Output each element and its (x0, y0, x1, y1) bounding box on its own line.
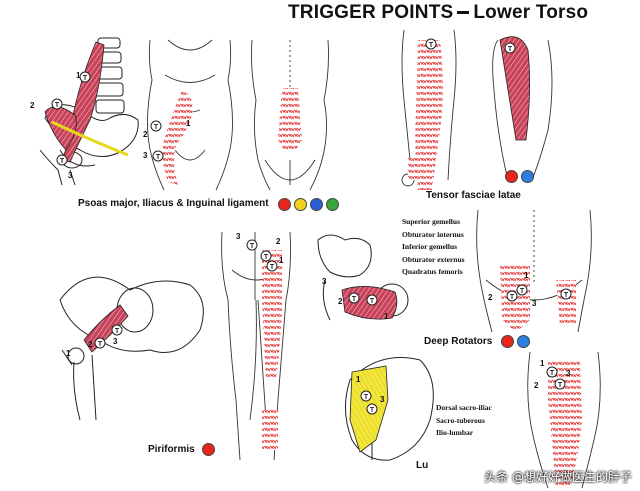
ligament-list: Dorsal sacro-iliac Sacro-tuberous Ilio-l… (436, 402, 492, 440)
ligaments-label: Lu (416, 460, 429, 471)
tfl-muscle (499, 36, 530, 141)
tfl-back-referral (408, 158, 424, 180)
svg-text:1: 1 (186, 119, 191, 128)
muscle-list-item: Quadratus femoris (402, 267, 463, 276)
psoas-dot-3 (310, 198, 323, 211)
svg-text:2: 2 (338, 297, 343, 306)
tfl-leg-figure (401, 29, 553, 187)
piriformis-leg-referral (262, 250, 282, 380)
deep-rotators-muscle-list: Superior gemellus Obturator internus Inf… (402, 216, 465, 279)
svg-text:2: 2 (534, 381, 539, 390)
svg-text:1: 1 (356, 375, 361, 384)
title-main: TRIGGER POINTS (288, 2, 454, 23)
svg-text:3: 3 (380, 395, 385, 404)
psoas-dot-4 (326, 198, 339, 211)
svg-text:1: 1 (384, 312, 389, 321)
ligament-list-item: Dorsal sacro-iliac (436, 403, 492, 412)
page-title: TRIGGER POINTS Lower Torso (288, 2, 588, 24)
psoas-front-referral (162, 90, 193, 185)
psoas-back-body (251, 39, 329, 191)
title-sub: Lower Torso (473, 2, 589, 23)
piriformis-ankle-referral (262, 410, 278, 450)
muscle-list-item: Obturator externus (402, 254, 465, 264)
deep-rotators-dot-2 (517, 335, 530, 348)
svg-text:2: 2 (30, 101, 35, 110)
svg-text:2: 2 (276, 237, 281, 246)
tfl-dot-1 (505, 170, 518, 183)
psoas-dot-1 (278, 198, 291, 211)
psoas-dot-2 (294, 198, 307, 211)
inguinal-ligament (51, 120, 129, 157)
svg-text:2: 2 (488, 293, 493, 302)
muscle-list-item: Obturator internus (402, 229, 464, 239)
piriformis-legs-figure (221, 231, 291, 461)
deep-rotators-referral-right (556, 280, 576, 326)
svg-text:3: 3 (113, 337, 118, 346)
tfl-dot-2 (521, 170, 534, 183)
watermark: 头条 @想好好做医生的胖子 (484, 470, 632, 484)
ligaments-referral (548, 360, 582, 488)
deep-rotators-label: Deep Rotators (424, 336, 493, 347)
ligament-list-item: Sacro-tuberous (436, 415, 485, 425)
tfl-dots (505, 170, 534, 183)
svg-text:1: 1 (540, 359, 545, 368)
svg-text:3: 3 (68, 171, 73, 180)
piriformis-dot-1 (202, 443, 215, 456)
tfl-side-referral (415, 40, 443, 190)
ligaments-back-figure (527, 351, 601, 489)
title-dash (457, 11, 470, 15)
piriformis-pelvis-figure (59, 276, 204, 421)
deep-rotators-dots (501, 335, 530, 348)
svg-text:3: 3 (322, 277, 327, 286)
piriformis-dots (202, 443, 215, 456)
psoas-back-referral (278, 88, 302, 150)
svg-text:3: 3 (532, 299, 537, 308)
svg-text:2: 2 (143, 130, 148, 139)
svg-text:1: 1 (76, 71, 81, 80)
svg-text:3: 3 (566, 369, 571, 378)
psoas-dots (278, 198, 339, 211)
svg-text:2: 2 (88, 340, 93, 349)
svg-text:3: 3 (143, 151, 148, 160)
piriformis-label: Piriformis (148, 444, 195, 455)
ligament-list-item: Ilio-lumbar (436, 428, 474, 437)
deep-rotators-dot-1 (501, 335, 514, 348)
svg-text:1: 1 (279, 256, 284, 265)
tfl-label: Tensor fasciae latae (426, 190, 521, 201)
muscle-list-item: Inferior gemellus (402, 242, 458, 251)
svg-text:3: 3 (236, 232, 241, 241)
psoas-label: Psoas major, Iliacus & Inguinal ligament (78, 198, 269, 209)
muscle-list-item: Superior gemellus (402, 217, 460, 226)
svg-text:1: 1 (66, 349, 71, 358)
svg-text:1: 1 (524, 271, 529, 280)
